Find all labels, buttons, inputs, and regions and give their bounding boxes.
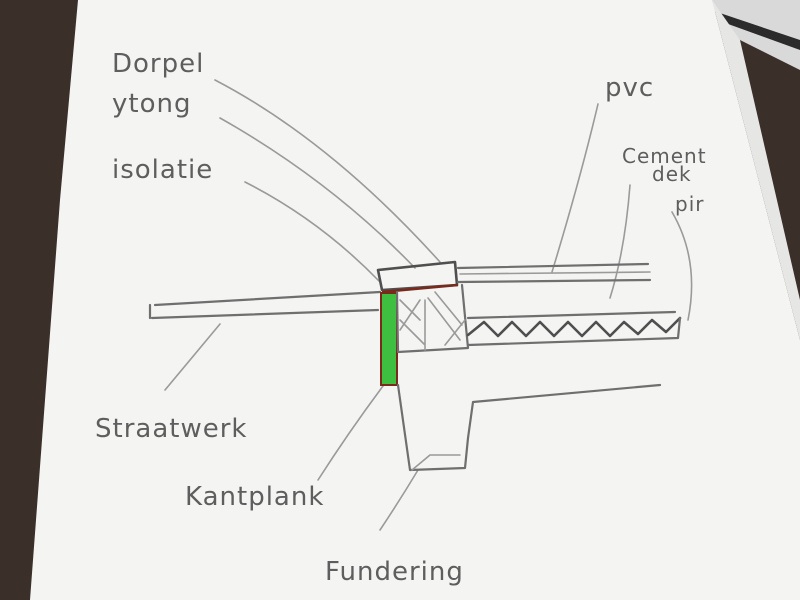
label-straatwerk: Straatwerk [95,414,247,444]
leader-straatwerk [164,323,221,391]
kantplank-board [380,292,398,386]
pvc-layer-inner [459,271,651,275]
leader-fundering [379,469,419,531]
leader-dorpel [214,79,441,263]
label-fundering: Fundering [325,557,464,587]
leader-isolatie [244,181,381,283]
back-sheet-edge [705,8,800,50]
pir-bottom [466,316,682,347]
label-kantplank: Kantplank [185,482,324,512]
foundation-outline [396,383,662,472]
ytong-hatch [399,291,466,351]
dorpel-brown-edge [381,283,459,294]
label-cement-line1: Cement [622,144,707,168]
label-ytong: ytong [112,89,191,119]
leader-pvc [551,103,599,273]
label-isolatie: isolatie [112,155,213,185]
leader-ytong [219,117,416,269]
paper-sheet [30,0,800,600]
label-pvc: pvc [605,73,654,103]
leader-cement [609,184,631,299]
pir-zigzag [466,316,682,338]
pvc-layer [456,262,652,284]
leader-kantplank [317,381,387,481]
label-dorpel: Dorpel [112,49,204,79]
leader-pir [671,211,693,321]
paper-shadow [712,0,800,340]
label-pir: pir [675,192,704,216]
ytong-wall [395,283,470,354]
paving-layer [148,290,382,320]
foundation-inner [411,454,461,471]
label-cement-line2: dek [652,162,692,186]
cement-dek-layer [466,310,677,320]
